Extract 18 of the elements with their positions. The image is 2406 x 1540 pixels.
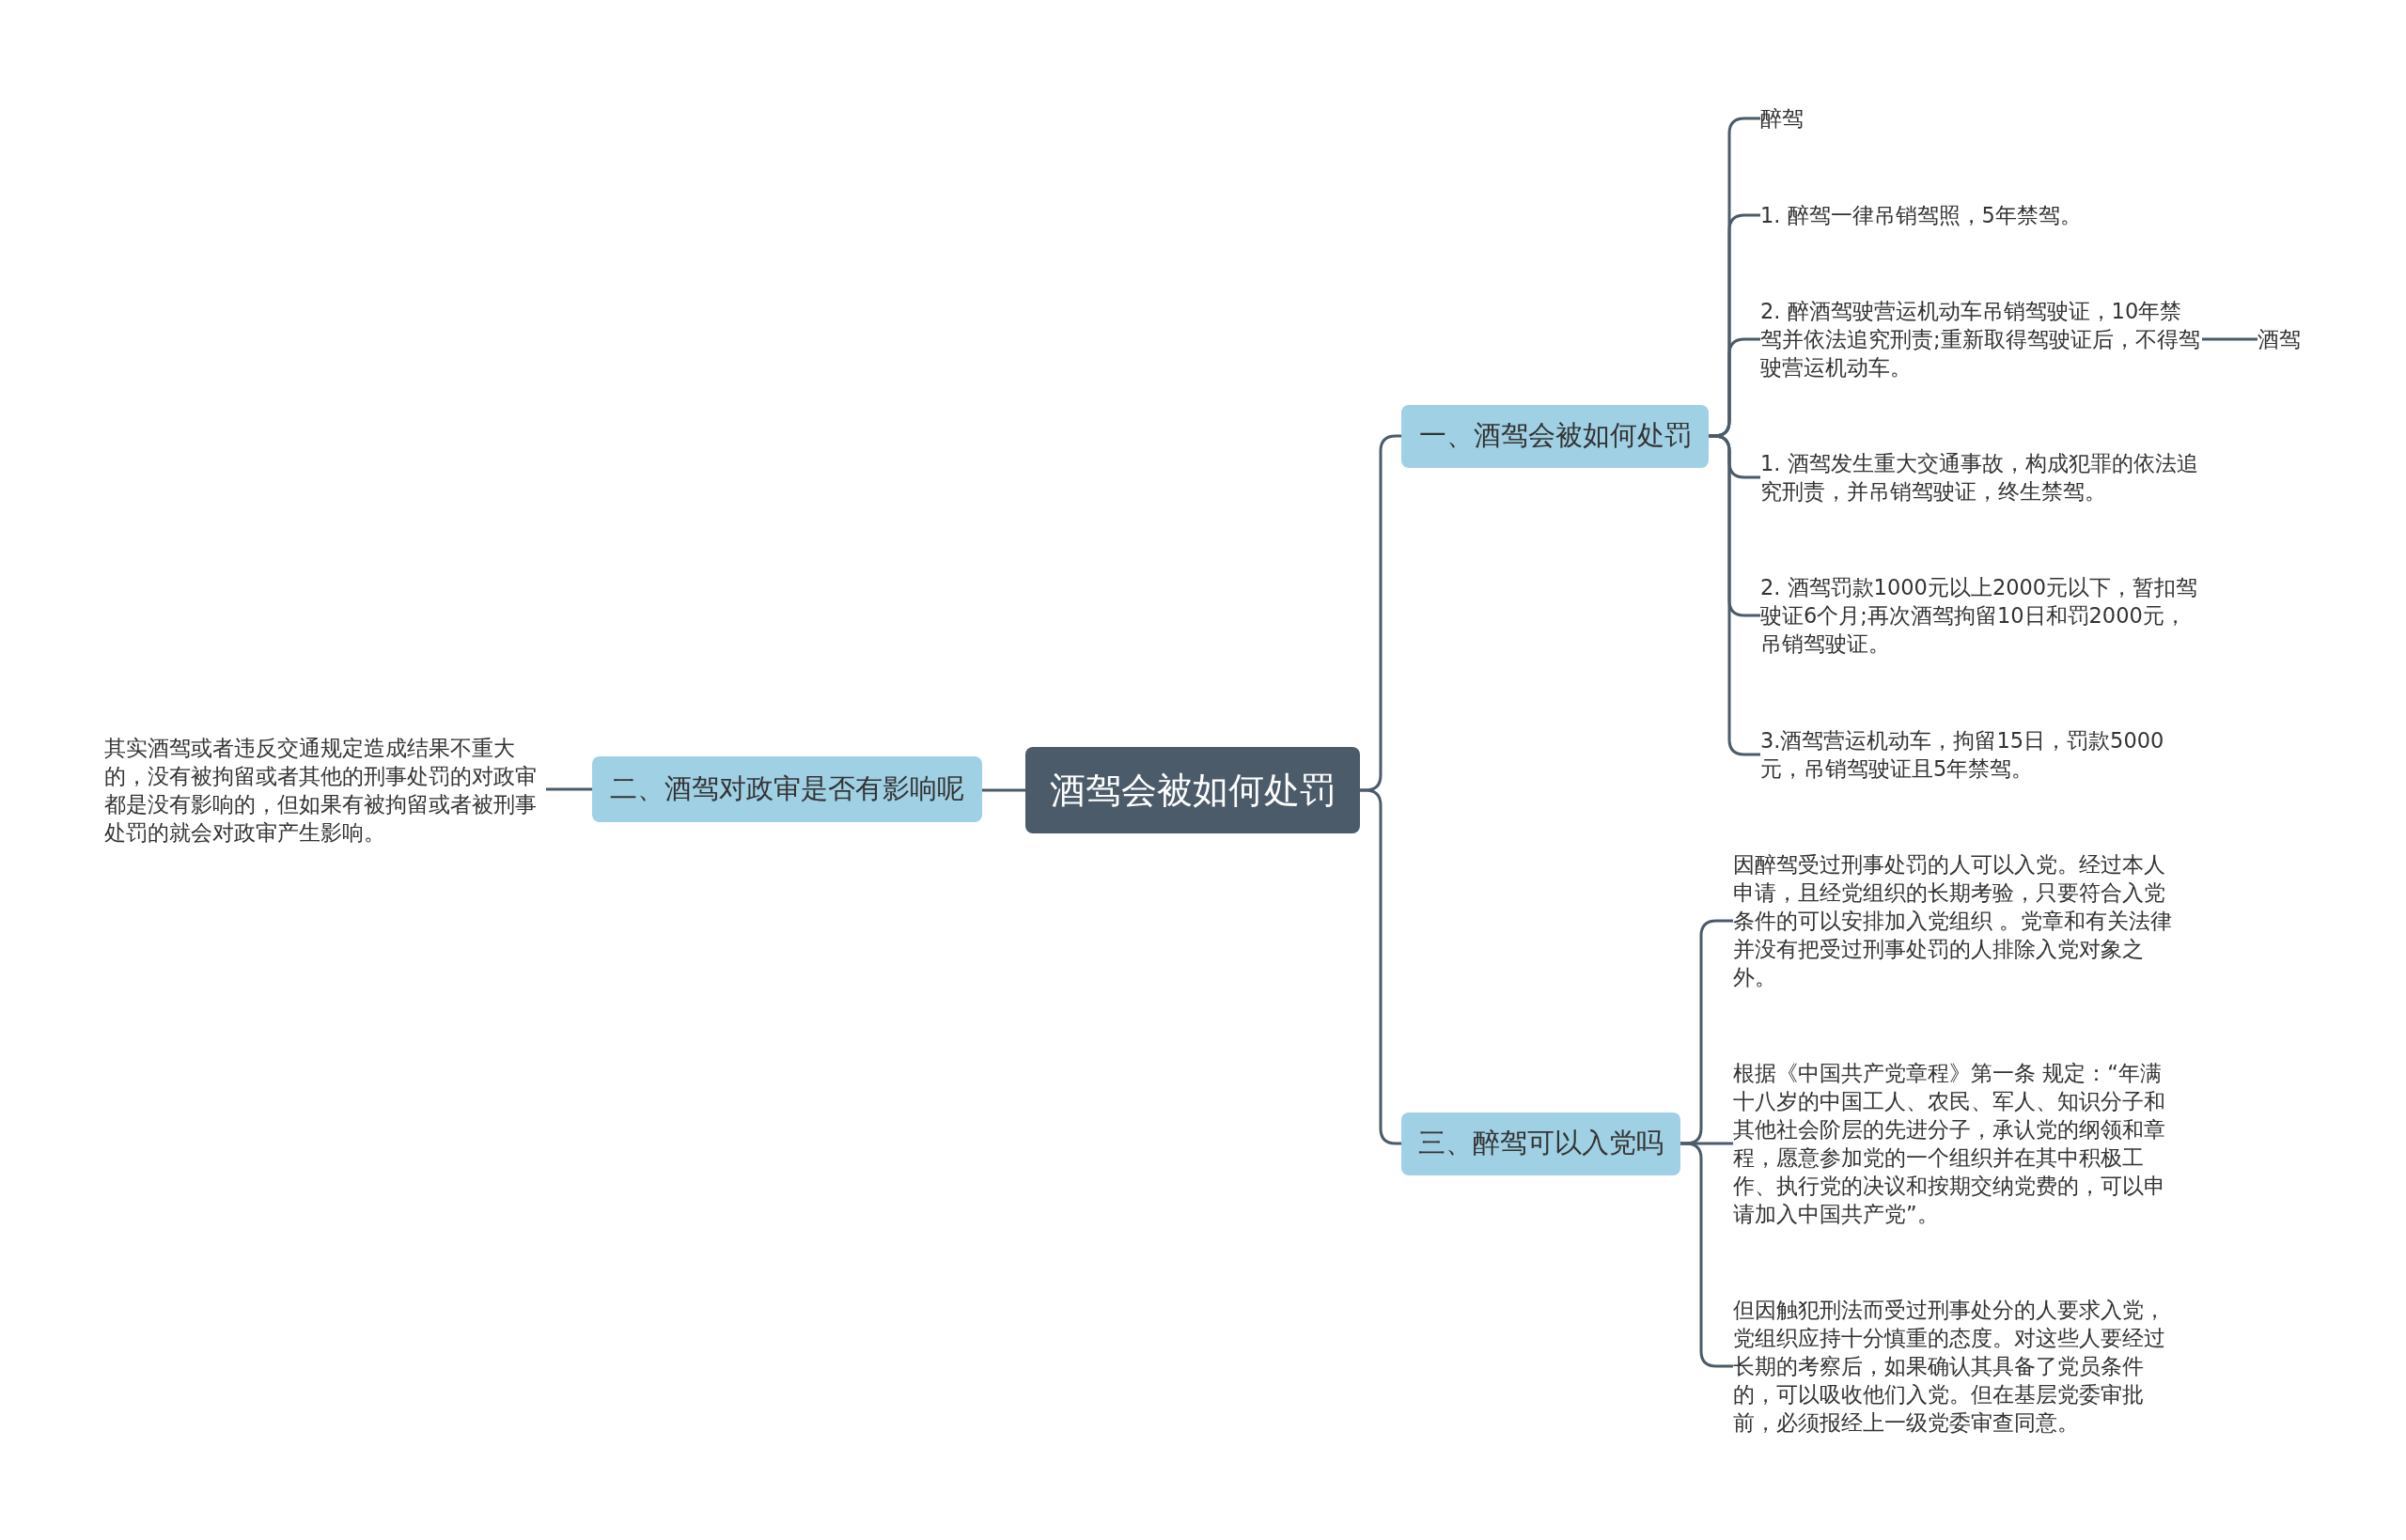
connector-line <box>982 788 1025 792</box>
branch-topic-box: 二、酒驾对政审是否有影响呢 <box>592 756 982 822</box>
topic-text: 根据《中国共产党章程》第一条 规定：“年满十八岁的中国工人、农民、军人、知识分子和其他社会阶层的先进分子，承认党的纲领和章程，愿意参加党的一个组织并在其中积极工作、执行党的决议和按期交纳党费的，可以申请加入中国共产党”。 <box>1733 1059 2179 1228</box>
topic-text: 2. 醉酒驾驶营运机动车吊销驾驶证，10年禁驾并依法追究刑责;重新取得驾驶证后，不得驾驶营运机动车。 <box>1760 297 2202 381</box>
topic-text: 但因触犯刑法而受过刑事处分的人要求入党，党组织应持十分慎重的态度。对这些人要经过长期的考察后，如果确认其具备了党员条件的，可以吸收他们入党。但在基层党委审批前，必须报经上一级党委审查同意。 <box>1733 1296 2179 1437</box>
topic-text: 因醉驾受过刑事处罚的人可以入党。经过本人申请，且经党组织的长期考验，只要符合入党条件的可以安排加入党组织 。党章和有关法律并没有把受过刑事处罚的人排除入党对象之外。 <box>1733 850 2179 991</box>
topic-text: 2. 酒驾罚款1000元以上2000元以下，暂扣驾驶证6个月;再次酒驾拘留10日和罚2000元，吊销驾驶证。 <box>1760 573 2202 658</box>
topic-text: 3.酒驾营运机动车，拘留15日，罚款5000元，吊销驾驶证且5年禁驾。 <box>1760 726 2202 783</box>
topic-text: 醉驾 <box>1760 104 1804 132</box>
connector-line <box>546 787 592 791</box>
root-topic-box: 酒驾会被如何处罚 <box>1025 747 1360 833</box>
branch-topic-box: 三、醉驾可以入党吗 <box>1401 1112 1680 1175</box>
topic-text: 酒驾 <box>2258 325 2301 353</box>
branch-topic-box: 一、酒驾会被如何处罚 <box>1401 404 1709 468</box>
topic-text: 1. 醉驾一律吊销驾照，5年禁驾。 <box>1760 201 2082 229</box>
topic-text: 其实酒驾或者违反交通规定造成结果不重大的，没有被拘留或者其他的刑事处罚的对政审都是没有影响的，但如果有被拘留或者被刑事处罚的就会对政审产生影响。 <box>104 734 546 847</box>
connector-line <box>2202 337 2258 341</box>
topic-text: 1. 酒驾发生重大交通事故，构成犯罪的依法追究刑责，并吊销驾驶证，终生禁驾。 <box>1760 449 2202 506</box>
